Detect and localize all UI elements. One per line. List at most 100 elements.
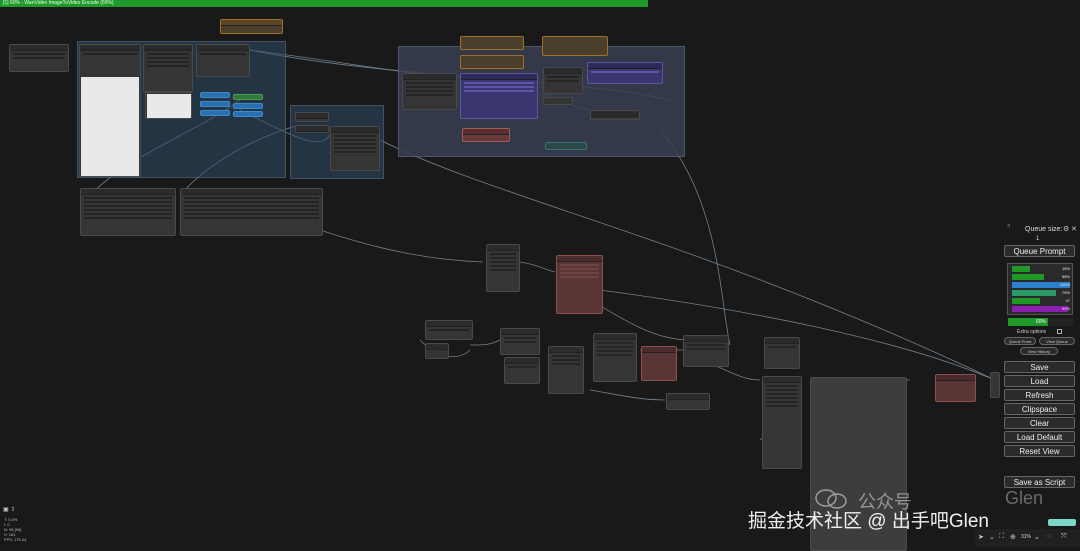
node-lora-select[interactable] — [590, 110, 640, 120]
node-edge-right[interactable] — [990, 372, 1000, 398]
chevron-down-icon[interactable]: ⌄ — [989, 534, 995, 541]
node-red-negative[interactable] — [462, 128, 510, 142]
stat-bar-3 — [1012, 282, 1070, 288]
node-combine[interactable] — [593, 333, 637, 382]
canvas-info-line: I: 0 — [4, 522, 10, 527]
save-icon[interactable]: ▣ — [3, 507, 9, 513]
stat-bar-2 — [1012, 274, 1044, 280]
node-green-primitive[interactable] — [233, 94, 263, 100]
node-preview-image[interactable] — [145, 92, 192, 119]
canvas-info-line: N: 96 [96] — [4, 527, 22, 532]
extra-options-checkbox[interactable] — [1057, 329, 1062, 334]
clear-button[interactable]: Clear — [1004, 417, 1075, 429]
view-history-button[interactable]: View History — [1020, 347, 1058, 355]
canvas-toolbar: ➤ ⌄ ⛶ ⊕ 31% ⌄ ◌ ⤧ — [975, 529, 1080, 547]
queue-prompt-button[interactable]: Queue Prompt — [1004, 245, 1075, 257]
watermark-text: 掘金技术社区 @ 出手吧Glen — [748, 511, 989, 532]
view-queue-button[interactable]: View Queue — [1039, 337, 1075, 345]
node-model-loader[interactable] — [402, 73, 457, 110]
stat-bar-4 — [1012, 290, 1056, 296]
pointer-icon[interactable]: ➤ — [978, 534, 984, 541]
fullscreen-icon[interactable]: ⤧ — [1061, 533, 1067, 540]
extra-options-label: Extra options — [1017, 329, 1047, 335]
canvas-info-line: FPS: 175.44 — [4, 537, 27, 542]
node-t5-encoder[interactable] — [460, 73, 538, 119]
link-visibility-icon[interactable]: ◌ — [1047, 533, 1052, 540]
node-right-top[interactable] — [764, 337, 800, 369]
stat-percent-3: 100% — [1059, 282, 1070, 287]
close-icon[interactable]: ✕ — [1071, 226, 1077, 233]
save-as-script-button[interactable]: Save as Script — [1004, 476, 1075, 488]
stat-bar-5 — [1012, 298, 1040, 304]
canvas-info-icons: ▣ ⇧ — [3, 506, 15, 513]
node-get-size[interactable] — [196, 44, 250, 77]
status-chip — [1048, 519, 1076, 526]
node-sampler-red[interactable] — [556, 255, 603, 314]
node-image-resize[interactable] — [143, 44, 193, 92]
execution-percent: 60% — [1035, 319, 1046, 325]
node-left-small-b[interactable] — [425, 343, 449, 359]
zoom-level[interactable]: 31% — [1021, 534, 1032, 540]
clipspace-button[interactable]: Clipspace — [1004, 403, 1075, 415]
node-video-preview[interactable] — [810, 377, 907, 551]
node-upscale[interactable] — [683, 335, 729, 367]
node-note-orange-d[interactable] — [460, 55, 524, 69]
drag-handle-icon[interactable]: ⠿ — [1007, 224, 1011, 230]
zoom-icon[interactable]: ⊕ — [1010, 534, 1016, 541]
reset-view-button[interactable]: Reset View — [1004, 445, 1075, 457]
node-decode[interactable] — [548, 346, 584, 394]
node-blue-primitive-a[interactable] — [200, 92, 230, 98]
node-red-preview[interactable] — [641, 346, 677, 381]
node-note-orange-b[interactable] — [460, 36, 524, 50]
node-video-encode-a[interactable] — [80, 188, 176, 236]
chevron-down-icon[interactable]: ⌄ — [1034, 534, 1040, 541]
stat-percent-4: 75% — [1061, 290, 1070, 295]
node-blue-primitive-c[interactable] — [233, 103, 263, 109]
queue-size-label: Queue size: — [1025, 226, 1063, 233]
execution-progress-bar — [0, 0, 1080, 7]
node-red-right[interactable] — [935, 374, 976, 402]
canvas-info-line: V: 181 — [4, 532, 16, 537]
fit-view-icon[interactable]: ⛶ — [999, 533, 1004, 540]
refresh-button[interactable]: Refresh — [1004, 389, 1075, 401]
node-standalone[interactable] — [9, 44, 69, 72]
load-default-button[interactable]: Load Default — [1004, 431, 1075, 443]
queue-front-button[interactable]: Queue Front — [1004, 337, 1036, 345]
node-vae-loader[interactable] — [330, 126, 380, 171]
canvas-info-line: T: 0.0% — [4, 517, 18, 522]
node-blue-primitive-d[interactable] — [200, 110, 230, 116]
node-image-to-video-encode[interactable] — [486, 244, 520, 292]
node-blue-primitive-e[interactable] — [233, 111, 263, 117]
node-mid-b[interactable] — [504, 357, 540, 384]
stat-percent-2: 58% — [1061, 274, 1070, 279]
queue-count: 1 — [1036, 236, 1040, 242]
resource-monitor: 16% 58% 100% 75% 47 99% — [1007, 263, 1073, 315]
upload-icon[interactable]: ⇧ — [10, 507, 16, 513]
watermark-name: Glen — [1005, 488, 1044, 508]
stat-bar-6 — [1012, 306, 1068, 312]
node-blue-primitive-b[interactable] — [200, 101, 230, 107]
canvas-info: T: 0.0% I: 0 N: 96 [96] V: 181 FPS: 175.… — [4, 517, 26, 542]
node-video-encode-b[interactable] — [180, 188, 323, 236]
side-menu: ⠿ Queue size: ⚙ ✕ 1 Queue Prompt 16% 58%… — [1000, 222, 1080, 522]
stat-percent-5: 47 — [1065, 298, 1070, 303]
node-block-swap[interactable] — [543, 97, 573, 105]
node-clip-encode[interactable] — [295, 125, 329, 133]
node-text-encode[interactable] — [543, 67, 583, 94]
wechat-logo — [815, 489, 847, 509]
node-load-image[interactable] — [79, 44, 141, 177]
node-left-small-a[interactable] — [425, 320, 473, 340]
node-bottom-small[interactable] — [666, 393, 710, 410]
execution-progress-fill — [0, 0, 648, 7]
node-clip-vision[interactable] — [295, 112, 329, 122]
node-note-orange-c[interactable] — [542, 36, 608, 56]
node-mid-a[interactable] — [500, 328, 540, 355]
node-right-tall[interactable] — [762, 376, 802, 469]
gear-icon[interactable]: ⚙ — [1063, 226, 1070, 233]
node-teal-setting[interactable] — [545, 142, 587, 150]
load-button[interactable]: Load — [1004, 375, 1075, 387]
node-note-orange[interactable] — [220, 19, 283, 34]
save-button[interactable]: Save — [1004, 361, 1075, 373]
node-torch-compile[interactable] — [587, 62, 663, 84]
